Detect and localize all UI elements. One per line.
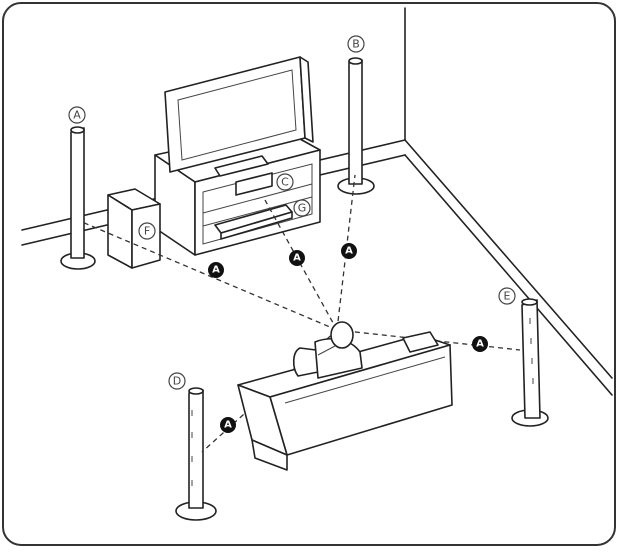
label-e: E: [498, 287, 516, 305]
distance-marker-surround-right: A: [472, 336, 488, 352]
surround-right-speaker: [511, 298, 549, 427]
distance-marker-surround-left: A: [220, 417, 236, 433]
distance-marker-center: A: [289, 250, 305, 266]
center-speaker: [235, 172, 273, 196]
distance-marker-surround-right-text: A: [476, 339, 484, 350]
label-d-text: D: [173, 375, 181, 388]
label-f: F: [138, 222, 156, 240]
listener: [292, 321, 363, 379]
distance-marker-right-text: A: [345, 246, 353, 257]
frame: [2, 2, 616, 546]
label-g: G: [293, 199, 311, 217]
main-unit: [214, 204, 293, 240]
distance-marker-center-text: A: [293, 253, 301, 264]
front-left-speaker: [60, 126, 96, 270]
surround-left-speaker: [175, 387, 217, 521]
distance-marker-left-text: A: [212, 265, 220, 276]
front-right-speaker: [337, 57, 375, 195]
label-e-text: E: [504, 290, 511, 303]
label-c-text: C: [281, 176, 289, 189]
label-g-text: G: [298, 202, 307, 215]
label-b-text: B: [352, 38, 360, 51]
tv: [164, 56, 314, 177]
label-a: A: [68, 106, 86, 124]
distance-marker-left: A: [208, 262, 224, 278]
label-d: D: [168, 372, 186, 390]
label-c: C: [276, 173, 294, 191]
label-f-text: F: [144, 225, 150, 238]
label-a-text: A: [73, 109, 81, 122]
label-b: B: [347, 35, 365, 53]
distance-marker-surround-left-text: A: [224, 420, 232, 431]
distance-marker-right: A: [341, 243, 357, 259]
